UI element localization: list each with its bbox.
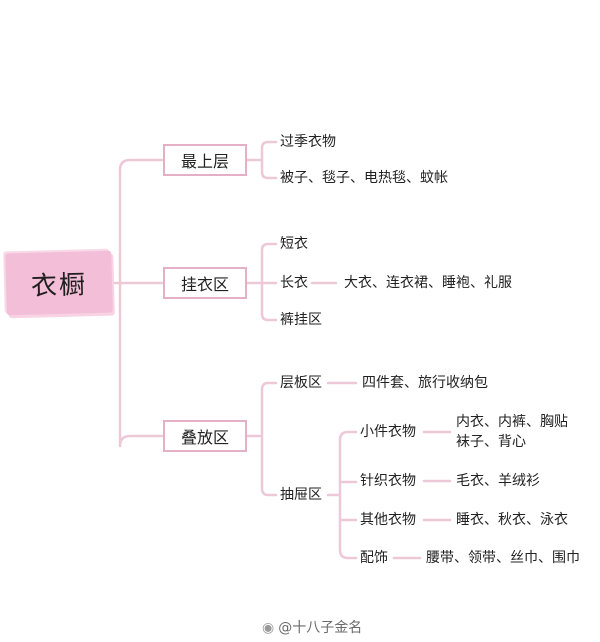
watermark-text: @十八子金名	[278, 620, 363, 636]
subitem-accessories-detail: 腰带、领带、丝巾、围巾	[426, 550, 580, 566]
root-node: 衣橱	[5, 250, 113, 316]
item-drawer-area: 抽屉区	[280, 487, 322, 503]
subitem-small-items: 小件衣物	[360, 424, 416, 440]
item-shelf-area: 层板区	[280, 375, 322, 391]
branch-label: 挂衣区	[180, 275, 229, 294]
item-bedding: 被子、毯子、电热毯、蚊帐	[280, 170, 448, 186]
branch-label: 叠放区	[180, 428, 229, 447]
subitem-knitwear: 针织衣物	[360, 473, 416, 489]
item-long-clothes-detail: 大衣、连衣裙、睡袍、礼服	[344, 275, 512, 291]
subitem-accessories: 配饰	[360, 550, 388, 566]
watermark: ◉@十八子金名	[262, 617, 362, 637]
branch-folding-area: 叠放区	[163, 420, 247, 452]
item-off-season-clothes: 过季衣物	[280, 134, 336, 150]
subitem-small-items-detail-1: 内衣、内裤、胸贴	[456, 414, 568, 430]
weibo-icon: ◉	[262, 620, 275, 636]
subitem-other-clothes: 其他衣物	[360, 512, 416, 528]
branch-label: 最上层	[180, 152, 229, 171]
item-short-clothes: 短衣	[280, 236, 308, 252]
subitem-other-clothes-detail: 睡衣、秋衣、泳衣	[456, 512, 568, 528]
branch-hanging-area: 挂衣区	[163, 267, 247, 299]
root-label: 衣橱	[30, 269, 88, 302]
item-shelf-area-detail: 四件套、旅行收纳包	[362, 375, 488, 391]
item-pants-hanging: 裤挂区	[280, 312, 322, 328]
item-long-clothes: 长衣	[280, 275, 308, 291]
subitem-small-items-detail-2: 袜子、背心	[456, 434, 526, 450]
branch-top-shelf: 最上层	[163, 144, 247, 176]
subitem-knitwear-detail: 毛衣、羊绒衫	[456, 473, 540, 489]
